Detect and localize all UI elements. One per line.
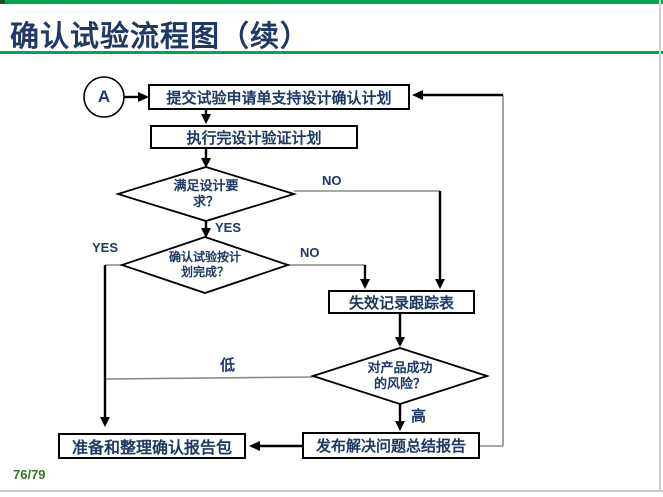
start-circle-label: A xyxy=(97,87,111,106)
label-no-1: NO xyxy=(322,173,342,188)
title-underline xyxy=(0,51,663,54)
header-top-bar xyxy=(0,0,663,4)
decision-meet-design: 满足设计要求？ xyxy=(173,177,239,209)
bottom-divider xyxy=(0,490,663,492)
page-number: 76/79 xyxy=(13,467,46,482)
label-yes-1: YES xyxy=(215,220,242,235)
right-edge-border xyxy=(659,0,661,492)
decision-complete-plan: 确认试验按计划完成？ xyxy=(168,250,241,279)
label-low: 低 xyxy=(220,357,236,374)
label-yes-2: YES xyxy=(92,240,119,255)
process-box-execute-verification: 执行完设计验证计划 xyxy=(150,125,358,149)
label-high: 高 xyxy=(411,408,427,425)
decision-meet-design-shape xyxy=(114,166,298,222)
process-box-submit-plan: 提交试验申请单支持设计确认计划 xyxy=(148,84,410,110)
decision-complete-plan-shape xyxy=(119,236,291,294)
decision-risk-shape xyxy=(310,347,490,405)
slide-title: 确认试验流程图（续） xyxy=(10,21,311,53)
decision-risk: 对产品成功的风险？ xyxy=(367,359,433,391)
process-box-failure-tracking: 失效记录跟踪表 xyxy=(328,290,475,314)
process-box-prepare-package: 准备和整理确认报告包 xyxy=(58,433,246,459)
process-box-publish-report: 发布解决问题总结报告 xyxy=(302,432,480,459)
start-circle xyxy=(83,76,125,118)
label-no-2: NO xyxy=(300,245,320,260)
